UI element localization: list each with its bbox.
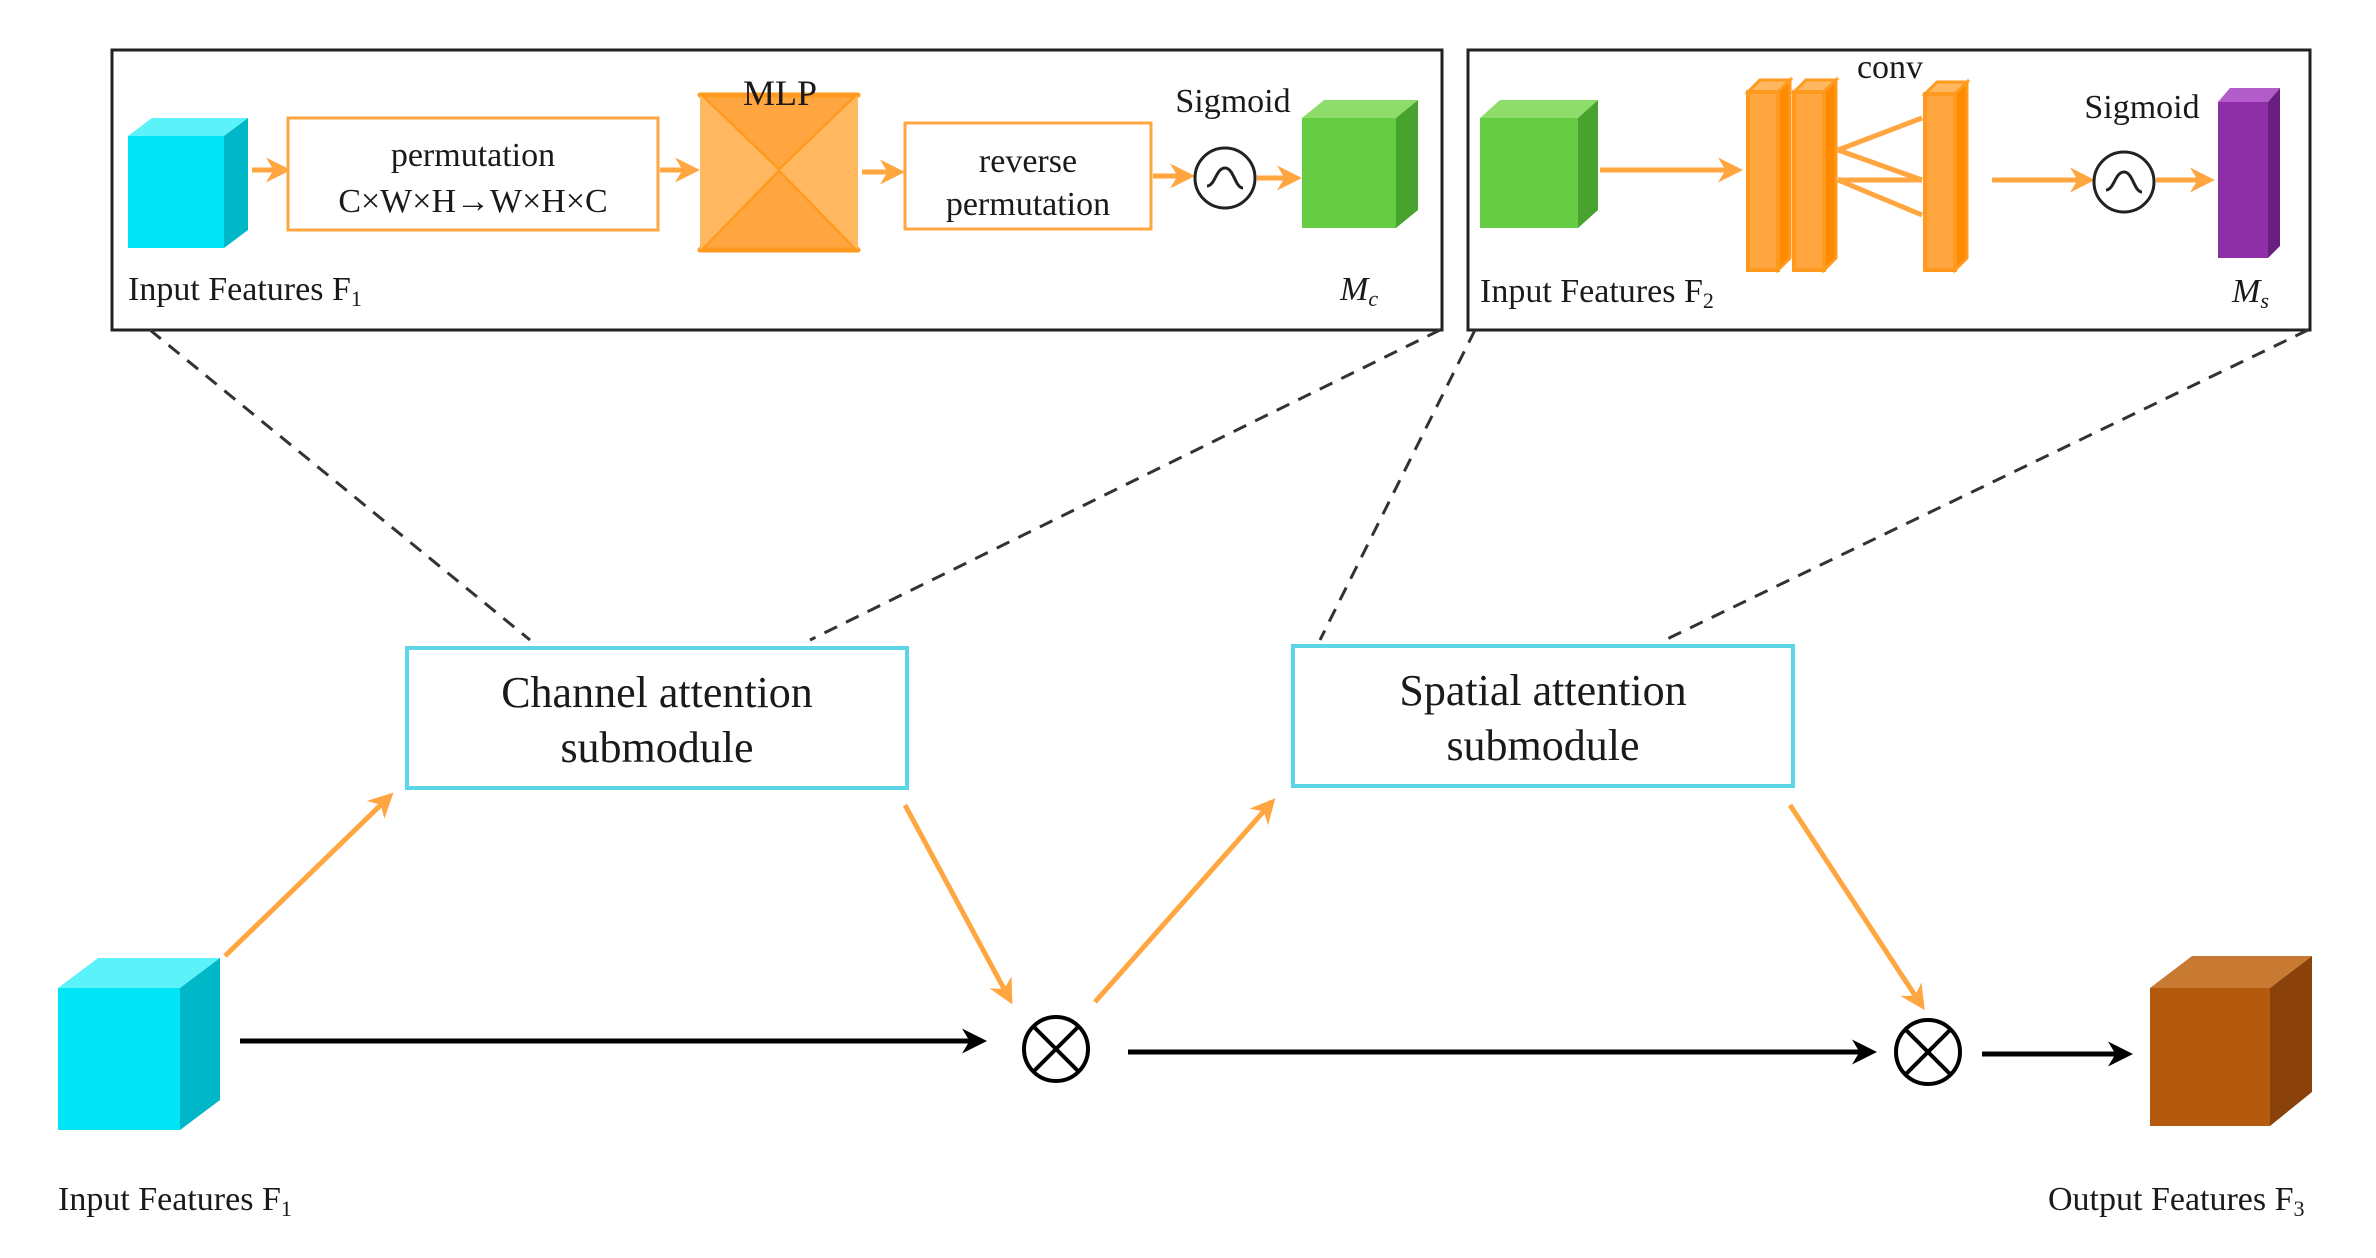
conv-layer-3 bbox=[1921, 78, 1971, 274]
arrow-spatial-to-multiply2 bbox=[1787, 803, 1925, 1011]
spatial-submodule-label-1: Spatial attention bbox=[1399, 666, 1686, 715]
main-output-label: Output Features F3 bbox=[2048, 1181, 2305, 1221]
channel-panel-frame bbox=[110, 48, 1444, 332]
permutation-label: permutation bbox=[391, 137, 555, 174]
main-output-cube bbox=[2150, 956, 2312, 1126]
zoom-lines bbox=[149, 328, 2309, 642]
reverse-label: reverse bbox=[979, 143, 1077, 180]
ms-cube bbox=[2218, 88, 2280, 258]
permutation-formula: C×W×H→W×H×C bbox=[338, 183, 607, 220]
arrow-multiply1-to-spatial bbox=[1093, 798, 1276, 1004]
spatial-submodule-box bbox=[1291, 644, 1795, 788]
reverse-permutation-label: permutation bbox=[946, 186, 1110, 223]
zoom-line-spatial-left bbox=[1318, 329, 1477, 641]
channel-input-label: Input Features F1 bbox=[128, 271, 362, 311]
mlp-right-half bbox=[780, 95, 858, 250]
sigmoid-icon-s bbox=[2092, 150, 2156, 214]
channel-submodule-box bbox=[405, 646, 909, 790]
channel-submodule-label-1: Channel attention bbox=[501, 668, 813, 717]
zoom-line-channel-left bbox=[149, 328, 531, 642]
conv-label: conv bbox=[1857, 49, 1923, 86]
reverse-permutation-box bbox=[903, 121, 1153, 231]
spatial-attention-panel: conv Sigmoid Input Features F2 Ms bbox=[1466, 48, 2312, 332]
channel-submodule-label-2: submodule bbox=[560, 723, 753, 772]
multiply-icon-1 bbox=[1022, 1015, 1090, 1083]
sigmoid-label-s: Sigmoid bbox=[2084, 89, 2199, 126]
conv-layer-1 bbox=[1744, 76, 1794, 274]
permutation-box bbox=[286, 116, 660, 232]
spatial-submodule-label-2: submodule bbox=[1446, 721, 1639, 770]
sigmoid-label-c: Sigmoid bbox=[1175, 83, 1290, 120]
mc-label: Mc bbox=[1339, 271, 1378, 311]
conv-layer-2 bbox=[1790, 76, 1840, 274]
main-input-cube bbox=[58, 958, 220, 1130]
spatial-panel-frame bbox=[1466, 48, 2312, 332]
mlp-left-half bbox=[700, 95, 778, 250]
sigmoid-icon-c bbox=[1193, 146, 1257, 210]
ms-label: Ms bbox=[2231, 273, 2269, 313]
mlp-label: MLP bbox=[743, 73, 817, 113]
mc-cube bbox=[1302, 100, 1418, 228]
main-input-label: Input Features F1 bbox=[58, 1181, 292, 1221]
conv-connections bbox=[1837, 115, 1923, 218]
arrow-channel-to-multiply1 bbox=[902, 803, 1013, 1005]
arrow-input-to-channel bbox=[223, 792, 394, 958]
multiply-icon-2 bbox=[1894, 1018, 1962, 1086]
channel-attention-panel: permutation C×W×H→W×H×C MLP reverse perm… bbox=[110, 48, 1444, 332]
spatial-input-cube bbox=[1480, 100, 1598, 228]
zoom-line-spatial-right bbox=[1664, 328, 2309, 642]
zoom-line-channel-right bbox=[809, 328, 1441, 642]
spatial-input-label: Input Features F2 bbox=[1480, 273, 1714, 313]
channel-input-cube bbox=[128, 118, 248, 248]
